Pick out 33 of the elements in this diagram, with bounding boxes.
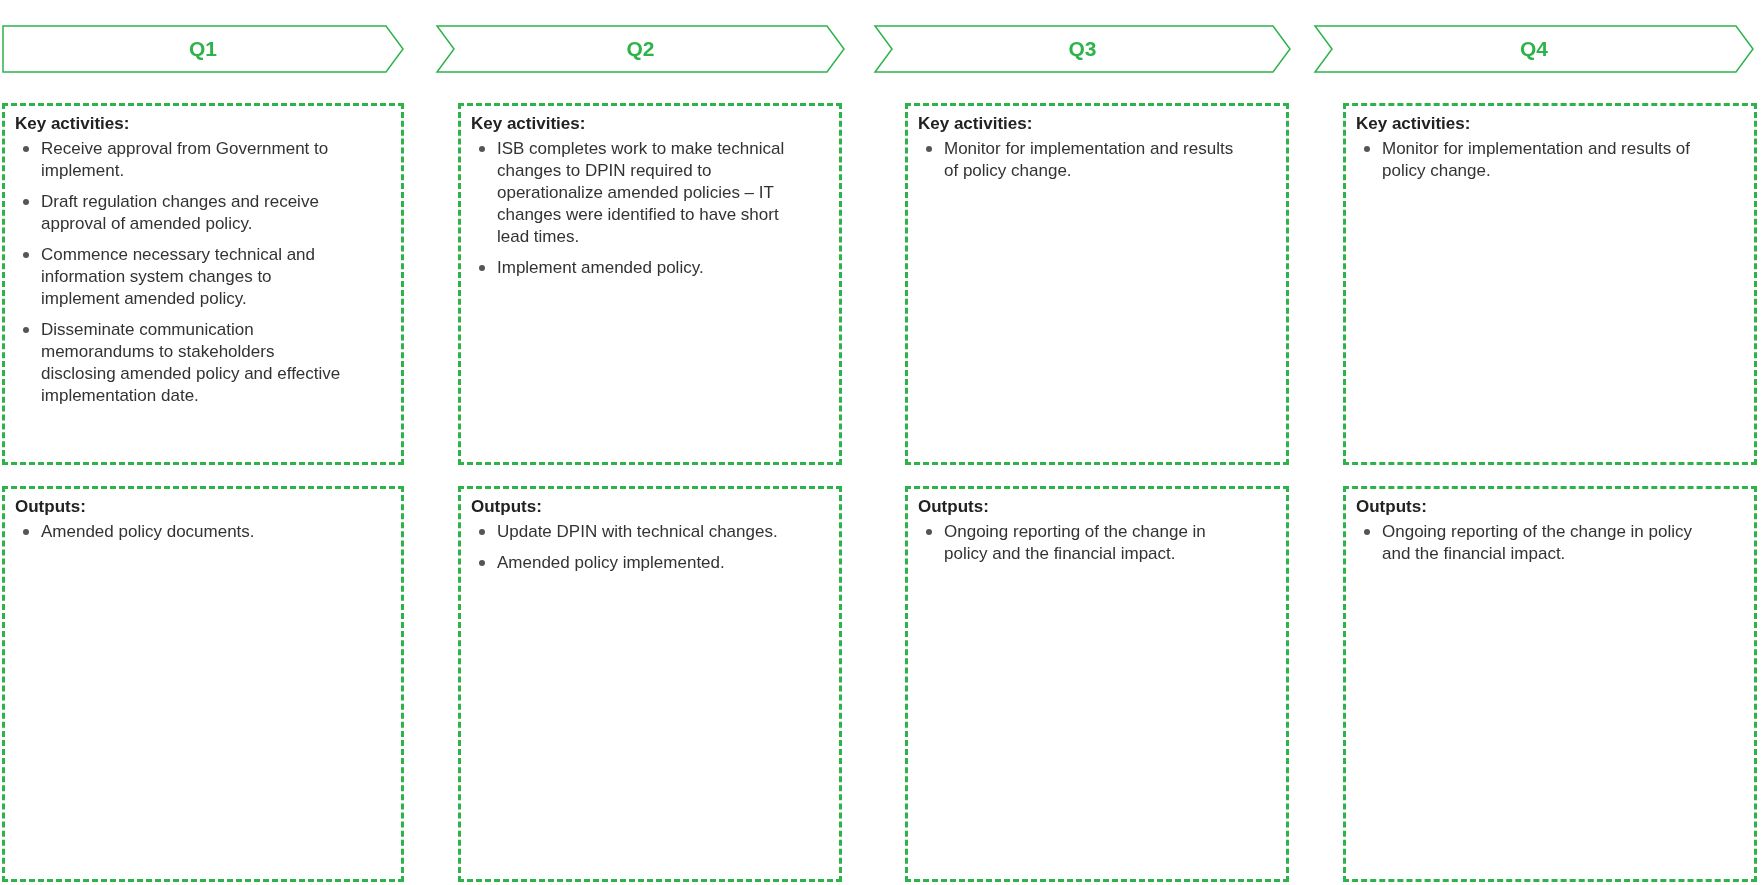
quarter-label: Q2 xyxy=(626,37,655,61)
outputs-box xyxy=(2,486,404,882)
outputs-box xyxy=(905,486,1289,882)
box-heading: Outputs: xyxy=(918,497,989,517)
bullet-item: Monitor for implementation and results of policy change. xyxy=(944,139,1234,180)
quarter-label: Q3 xyxy=(1068,37,1097,61)
bullet-item: ISB completes work to make technical changes to DPIN required to operationalize amended policies – IT changes were identified to have short lead times. xyxy=(497,139,785,246)
bullet-item: Amended policy documents. xyxy=(41,522,255,541)
box-heading: Outputs: xyxy=(471,497,542,517)
box-heading: Outputs: xyxy=(1356,497,1427,517)
bullet-item: Ongoing reporting of the change in policy and the financial impact. xyxy=(1382,522,1692,563)
bullet-item: Receive approval from Government to implement. xyxy=(41,139,329,180)
bullet-item: Ongoing reporting of the change in policy and the financial impact. xyxy=(944,522,1206,563)
bullet-item: Monitor for implementation and results of policy change. xyxy=(1382,139,1691,180)
activities-box xyxy=(2,103,404,465)
quarter-label: Q4 xyxy=(1520,37,1548,61)
box-heading: Key activities: xyxy=(471,114,586,134)
activities-box xyxy=(458,103,842,465)
bullet-item: Disseminate communication memorandums to stakeholders disclosing amended policy and effective implementation date. xyxy=(41,320,341,405)
bullet-item: Draft regulation changes and receive approval of amended policy. xyxy=(41,192,319,233)
box-heading: Key activities: xyxy=(15,114,130,134)
bullet-item: Update DPIN with technical changes. xyxy=(497,522,778,541)
activities-box xyxy=(905,103,1289,465)
bullet-item: Implement amended policy. xyxy=(497,258,704,277)
activities-box xyxy=(1343,103,1757,465)
bullet-item: Amended policy implemented. xyxy=(497,553,725,572)
box-heading: Key activities: xyxy=(918,114,1033,134)
outputs-box xyxy=(1343,486,1757,882)
quarter-label: Q1 xyxy=(189,37,217,61)
box-heading: Outputs: xyxy=(15,497,86,517)
outputs-box xyxy=(458,486,842,882)
bullet-item: Commence necessary technical and information system changes to implement amended policy. xyxy=(41,245,316,308)
box-heading: Key activities: xyxy=(1356,114,1471,134)
